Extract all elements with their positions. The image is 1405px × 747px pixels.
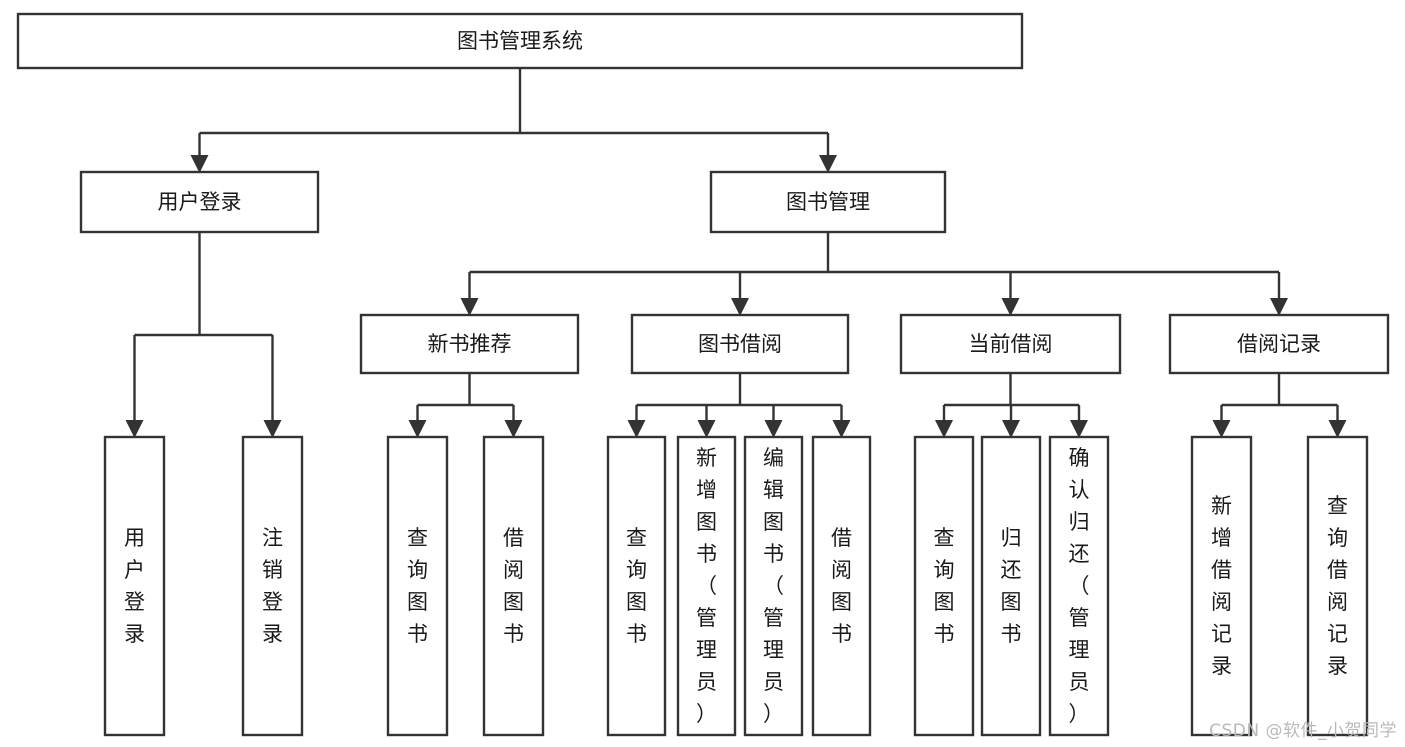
node-box — [899, 313, 1122, 375]
arrow-head-icon — [460, 298, 479, 316]
node-level3-新书推荐[interactable]: 新书推荐 — [359, 313, 580, 375]
node-box — [1306, 435, 1369, 737]
node-label: 归还图书 — [1001, 526, 1022, 646]
node-leaf-借阅图书[interactable]: 借阅图书 — [811, 435, 872, 737]
arrow-head-icon — [504, 420, 523, 438]
node-box — [482, 435, 545, 737]
node-label: 借阅记录 — [1237, 332, 1321, 356]
node-level3-图书借阅[interactable]: 图书借阅 — [630, 313, 850, 375]
node-leaf-新增图书管理员[interactable]: 新增图书（管理员） — [676, 435, 737, 737]
arrow-head-icon — [764, 420, 783, 438]
arrow-head-icon — [125, 420, 144, 438]
node-box — [913, 435, 975, 737]
node-label: 注销登录 — [262, 526, 283, 646]
arrow-head-icon — [627, 420, 646, 438]
node-label: 用户登录 — [124, 526, 145, 646]
connector-group-图书借阅 — [627, 373, 851, 438]
node-layer: 图书管理系统用户登录图书管理新书推荐图书借阅当前借阅借阅记录用户登录注销登录查询… — [16, 12, 1390, 737]
arrow-head-icon — [1001, 298, 1020, 316]
node-leaf-确认归还管理员[interactable]: 确认归还（管理员） — [1048, 435, 1110, 737]
node-level2-图书管理[interactable]: 图书管理 — [709, 170, 947, 234]
node-box — [1168, 313, 1390, 375]
node-box — [359, 313, 580, 375]
node-box — [811, 435, 872, 737]
node-leaf-归还图书[interactable]: 归还图书 — [980, 435, 1042, 737]
arrow-head-icon — [832, 420, 851, 438]
node-leaf-新增借阅记录[interactable]: 新增借阅记录 — [1190, 435, 1253, 737]
arrow-head-icon — [408, 420, 427, 438]
node-leaf-查询图书[interactable]: 查询图书 — [606, 435, 667, 737]
node-box — [79, 170, 320, 234]
connector-group-图书管理系统 — [190, 68, 837, 173]
csdn-watermark: CSDN @软件_小贺同学 — [1209, 721, 1397, 741]
node-box — [606, 435, 667, 737]
connector-group-用户登录 — [125, 232, 282, 438]
connector-group-借阅记录 — [1212, 373, 1347, 438]
node-box — [630, 313, 850, 375]
arrow-head-icon — [819, 155, 837, 173]
node-box — [743, 435, 804, 737]
node-level3-当前借阅[interactable]: 当前借阅 — [899, 313, 1122, 375]
node-label: 借阅图书 — [831, 526, 852, 646]
arrow-head-icon — [731, 298, 749, 316]
node-root-图书管理系统[interactable]: 图书管理系统 — [16, 12, 1024, 70]
arrow-head-icon — [1212, 420, 1231, 438]
node-leaf-查询图书[interactable]: 查询图书 — [913, 435, 975, 737]
connector-group-图书管理 — [460, 232, 1288, 316]
arrow-head-icon — [1070, 420, 1088, 438]
node-leaf-编辑图书管理员[interactable]: 编辑图书（管理员） — [743, 435, 804, 737]
node-leaf-注销登录[interactable]: 注销登录 — [241, 435, 304, 737]
node-label: 新增借阅记录 — [1211, 494, 1232, 678]
node-label: 查询图书 — [626, 526, 647, 646]
connector-group-当前借阅 — [935, 373, 1088, 438]
node-label: 用户登录 — [158, 190, 242, 214]
arrow-head-icon — [935, 420, 953, 438]
node-box — [709, 170, 947, 234]
node-leaf-查询借阅记录[interactable]: 查询借阅记录 — [1306, 435, 1369, 737]
node-label: 新增图书（管理员） — [696, 446, 717, 726]
arrow-head-icon — [697, 420, 716, 438]
node-label: 查询借阅记录 — [1327, 494, 1348, 678]
node-box — [241, 435, 304, 737]
connector-group-新书推荐 — [408, 373, 523, 438]
node-label: 当前借阅 — [969, 332, 1053, 356]
arrow-head-icon — [1270, 298, 1288, 316]
node-box — [386, 435, 449, 737]
node-label: 图书管理系统 — [457, 29, 583, 53]
node-box — [980, 435, 1042, 737]
connector-layer — [125, 68, 1347, 438]
node-box — [16, 12, 1024, 70]
node-label: 查询图书 — [407, 526, 428, 646]
node-label: 查询图书 — [934, 526, 955, 646]
node-level3-借阅记录[interactable]: 借阅记录 — [1168, 313, 1390, 375]
node-box — [676, 435, 737, 737]
node-label: 新书推荐 — [428, 332, 512, 356]
node-leaf-借阅图书[interactable]: 借阅图书 — [482, 435, 545, 737]
node-level2-用户登录[interactable]: 用户登录 — [79, 170, 320, 234]
node-label: 编辑图书（管理员） — [763, 446, 784, 726]
node-label: 图书管理 — [786, 190, 870, 214]
arrow-head-icon — [1002, 420, 1020, 438]
arrow-head-icon — [1328, 420, 1347, 438]
node-box — [1190, 435, 1253, 737]
node-box — [1048, 435, 1110, 737]
arrow-head-icon — [190, 155, 209, 173]
node-leaf-用户登录[interactable]: 用户登录 — [103, 435, 166, 737]
node-box — [103, 435, 166, 737]
node-label: 图书借阅 — [698, 332, 782, 356]
node-label: 借阅图书 — [503, 526, 524, 646]
node-leaf-查询图书[interactable]: 查询图书 — [386, 435, 449, 737]
arrow-head-icon — [263, 420, 282, 438]
node-label: 确认归还（管理员） — [1069, 446, 1090, 726]
